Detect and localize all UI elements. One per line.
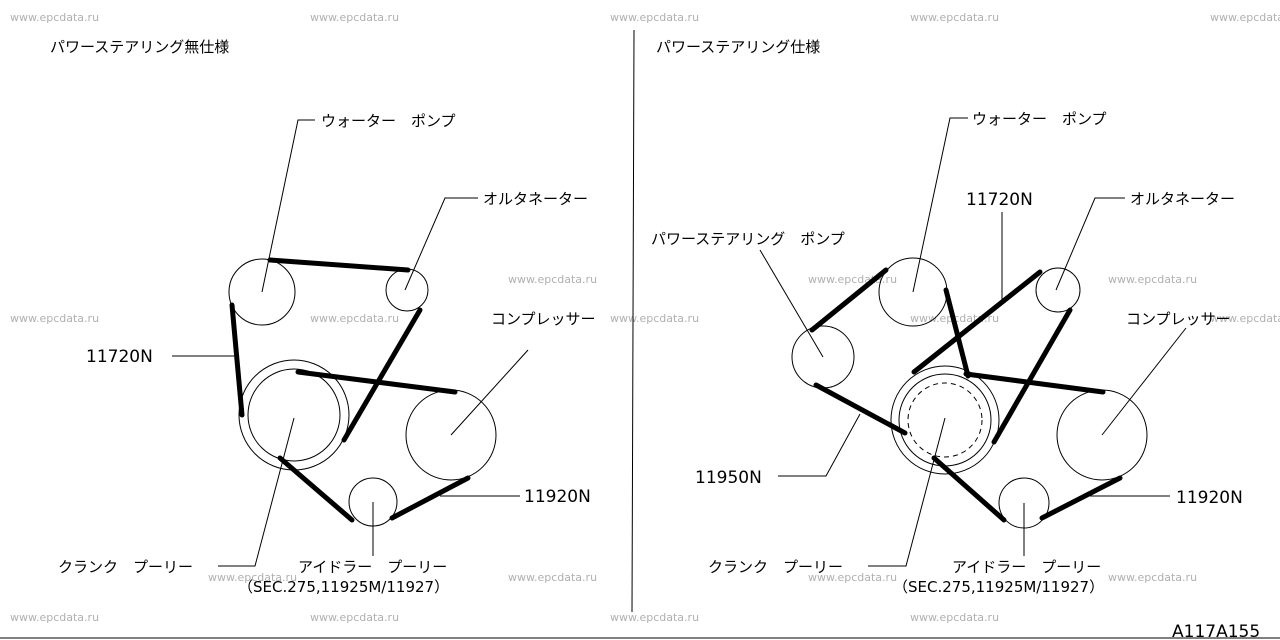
belt-comp-label: 11920N: [524, 487, 591, 507]
crank-pulley: [247, 368, 341, 462]
watermark: www.epcdata.ru: [310, 611, 399, 624]
belt-segment: [963, 371, 1106, 395]
idler-ref-label: （SEC.275,11925M/11927）: [893, 578, 1104, 596]
water-pump-label: ウォーター ポンプ: [321, 112, 456, 130]
watermark: www.epcdata.ru: [910, 611, 999, 624]
belt-segment: [267, 257, 411, 273]
belt-main-label: 11720N: [966, 190, 1033, 210]
watermark: www.epcdata.ru: [310, 312, 399, 325]
right-pulleys: [791, 257, 1148, 529]
belt-segment: [1039, 475, 1123, 521]
watermark: www.epcdata.ru: [508, 273, 597, 286]
belt-segment: [911, 269, 1043, 375]
left-pulleys: [228, 258, 497, 527]
water-pump-pulley: [228, 258, 296, 326]
leader-line: [868, 417, 946, 567]
leader-line: [450, 349, 529, 436]
right-belts: [809, 267, 1123, 523]
watermark: www.epcdata.ru: [1108, 273, 1197, 286]
watermarks: www.epcdata.ru www.epcdata.ru www.epcdat…: [10, 11, 1280, 624]
alternator-pulley: [385, 268, 429, 312]
leader-line: [261, 119, 315, 293]
watermark: www.epcdata.ru: [10, 312, 99, 325]
idler-pulley-label: アイドラー プーリー: [952, 558, 1101, 576]
crank-pulley-label: クランク プーリー: [708, 558, 843, 576]
compressor-label: コンプレッサー: [491, 310, 596, 328]
belt-main-label: 11720N: [86, 347, 153, 367]
belt-segment: [295, 369, 458, 395]
belt-segment: [389, 475, 471, 521]
belt-segment: [277, 455, 355, 523]
leader-line: [778, 413, 861, 477]
compressor-pulley: [1056, 389, 1148, 481]
leader-line: [1101, 327, 1187, 436]
belt-segment: [809, 267, 889, 333]
watermark: www.epcdata.ru: [610, 611, 699, 624]
ps-pump-label: パワーステアリング ポンプ: [651, 230, 845, 248]
water-pump-label: ウォーター ポンプ: [972, 110, 1107, 128]
right-leaders: [759, 117, 1187, 567]
watermark: www.epcdata.ru: [10, 611, 99, 624]
left-panel-heading: パワーステアリング無仕様: [50, 38, 229, 56]
belt-ps-label: 11950N: [695, 468, 762, 488]
watermark: www.epcdata.ru: [208, 571, 297, 584]
crank-pulley-outer: [890, 365, 1000, 475]
crank-pulley-label: クランク プーリー: [58, 558, 193, 576]
belt-segment: [341, 307, 423, 443]
crank-pulley-outer: [238, 359, 350, 471]
alternator-label: オルタネーター: [483, 190, 588, 208]
idler-pulley-label: アイドラー プーリー: [298, 558, 447, 576]
crank-pulley: [898, 373, 992, 467]
belt-segment: [943, 287, 971, 379]
ps-pump-pulley: [791, 325, 855, 389]
right-panel-heading: パワーステアリング仕様: [656, 38, 820, 56]
crank-pulley-inner: [907, 382, 983, 458]
right-panel: パワーステアリング仕様: [651, 38, 1243, 596]
leader-line: [1055, 197, 1125, 291]
leader-line: [404, 197, 478, 291]
left-leaders: [172, 119, 529, 567]
watermark: www.epcdata.ru: [10, 11, 99, 24]
idler-ref-label: （SEC.275,11925M/11927）: [238, 578, 449, 596]
watermark: www.epcdata.ru: [610, 312, 699, 325]
compressor-label: コンプレッサー: [1126, 310, 1231, 328]
alternator-pulley: [1035, 267, 1081, 313]
water-pump-pulley: [878, 257, 948, 327]
belt-segment: [931, 455, 1007, 523]
belt-segment: [991, 307, 1073, 445]
watermark: www.epcdata.ru: [310, 11, 399, 24]
belt-segment: [813, 382, 908, 436]
left-panel: パワーステアリング無仕様: [50, 38, 596, 596]
belt-segment: [229, 302, 245, 418]
diagram-id: A117A155: [1172, 622, 1260, 640]
alternator-label: オルタネーター: [1130, 190, 1235, 208]
leader-line: [912, 117, 968, 293]
watermark: www.epcdata.ru: [1210, 11, 1280, 24]
leader-line: [759, 249, 824, 358]
leader-line: [218, 417, 295, 567]
compressor-pulley: [405, 389, 497, 481]
panel-divider: [631, 29, 635, 613]
belt-comp-label: 11920N: [1176, 488, 1243, 508]
watermark: www.epcdata.ru: [910, 11, 999, 24]
watermark: www.epcdata.ru: [1210, 312, 1280, 325]
left-belts: [229, 257, 471, 523]
watermark: www.epcdata.ru: [610, 11, 699, 24]
watermark: www.epcdata.ru: [1108, 571, 1197, 584]
watermark: www.epcdata.ru: [808, 571, 897, 584]
watermark: www.epcdata.ru: [508, 571, 597, 584]
